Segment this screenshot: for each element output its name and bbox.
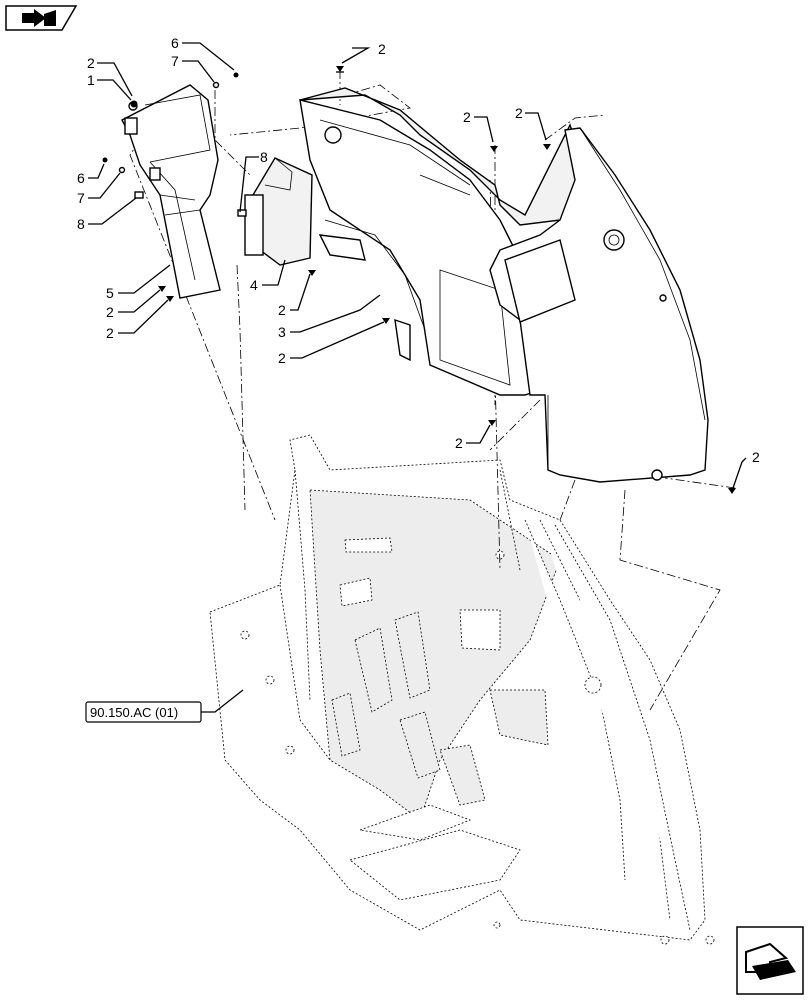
callout-8-right: 8 [260,149,268,165]
reference-label-box[interactable]: 90.150.AC (01) [85,701,202,723]
callout-7-top: 7 [171,53,179,69]
callout-2-middle: 2 [463,109,471,125]
callout-5: 5 [106,285,114,301]
callout-7-left: 7 [77,190,85,206]
reference-label[interactable]: 90.150.AC (01) [90,705,178,720]
callout-3: 3 [278,324,286,340]
callout-2-lower: 2 [455,435,463,451]
callout-2-top: 2 [378,41,386,57]
callout-1: 1 [87,72,95,88]
callout-8-left: 8 [77,216,85,232]
cab-body [209,434,715,945]
callout-2-left-b: 2 [106,325,114,341]
callout-6-top: 6 [171,35,179,51]
callout-4: 4 [250,277,258,293]
callout-2-center-a: 2 [278,302,286,318]
leader-lines [88,42,747,713]
part-5-bracket [121,84,221,299]
callout-2-left-a: 2 [106,304,114,320]
callout-2-far-right: 2 [752,449,760,465]
callout-2-right: 2 [515,105,523,121]
callout-labels: 6 7 2 1 2 2 2 6 7 8 8 5 2 2 4 2 3 2 2 2 [77,35,760,465]
callout-2-upper-left: 2 [87,55,95,71]
open-book-arrow-icon[interactable] [5,5,78,31]
navigation-arrow-icon[interactable] [736,926,804,995]
outer-fender-panel [489,127,709,483]
part-4-duct [244,157,313,266]
callout-6-left: 6 [77,170,85,186]
callout-2-center-b: 2 [278,350,286,366]
fastener-icons [102,66,736,494]
